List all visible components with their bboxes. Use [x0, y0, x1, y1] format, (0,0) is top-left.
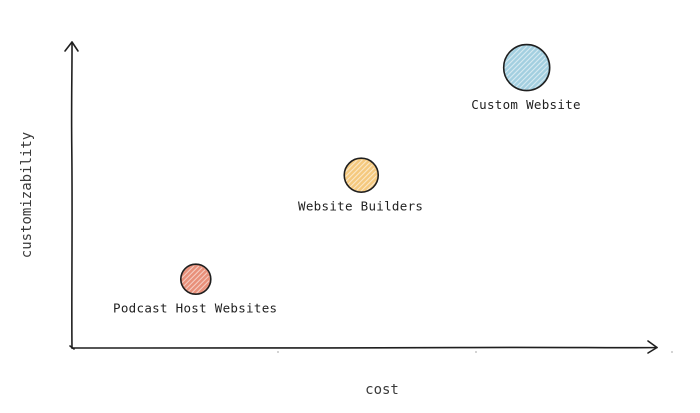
x-axis-label: cost [365, 382, 399, 398]
data-point-outline [502, 43, 551, 92]
data-point-1: Podcast Host Websites [113, 263, 277, 316]
x-axis-arrowhead [647, 340, 658, 354]
data-point-outline [180, 263, 212, 295]
x-axis-ticks [277, 351, 673, 353]
axes [64, 41, 658, 354]
origin-flick [69, 345, 75, 350]
data-point-outline [343, 157, 380, 193]
data-point-fill [503, 45, 550, 91]
data-point-3: Custom Website [471, 43, 581, 112]
data-points: Podcast Host Websites Website Builders Cus… [113, 43, 581, 316]
data-point-fill [343, 158, 378, 193]
data-point-label: Custom Website [471, 97, 581, 112]
y-axis-label: customizability [19, 132, 35, 258]
data-point-2: Website Builders [298, 157, 423, 214]
x-tick-2 [475, 351, 477, 353]
x-axis-line [71, 346, 658, 349]
y-axis-arrowhead [64, 41, 79, 52]
x-tick-1 [277, 351, 279, 353]
data-point-label: Podcast Host Websites [113, 301, 277, 316]
x-tick-3 [671, 351, 673, 353]
data-point-label: Website Builders [298, 199, 423, 214]
